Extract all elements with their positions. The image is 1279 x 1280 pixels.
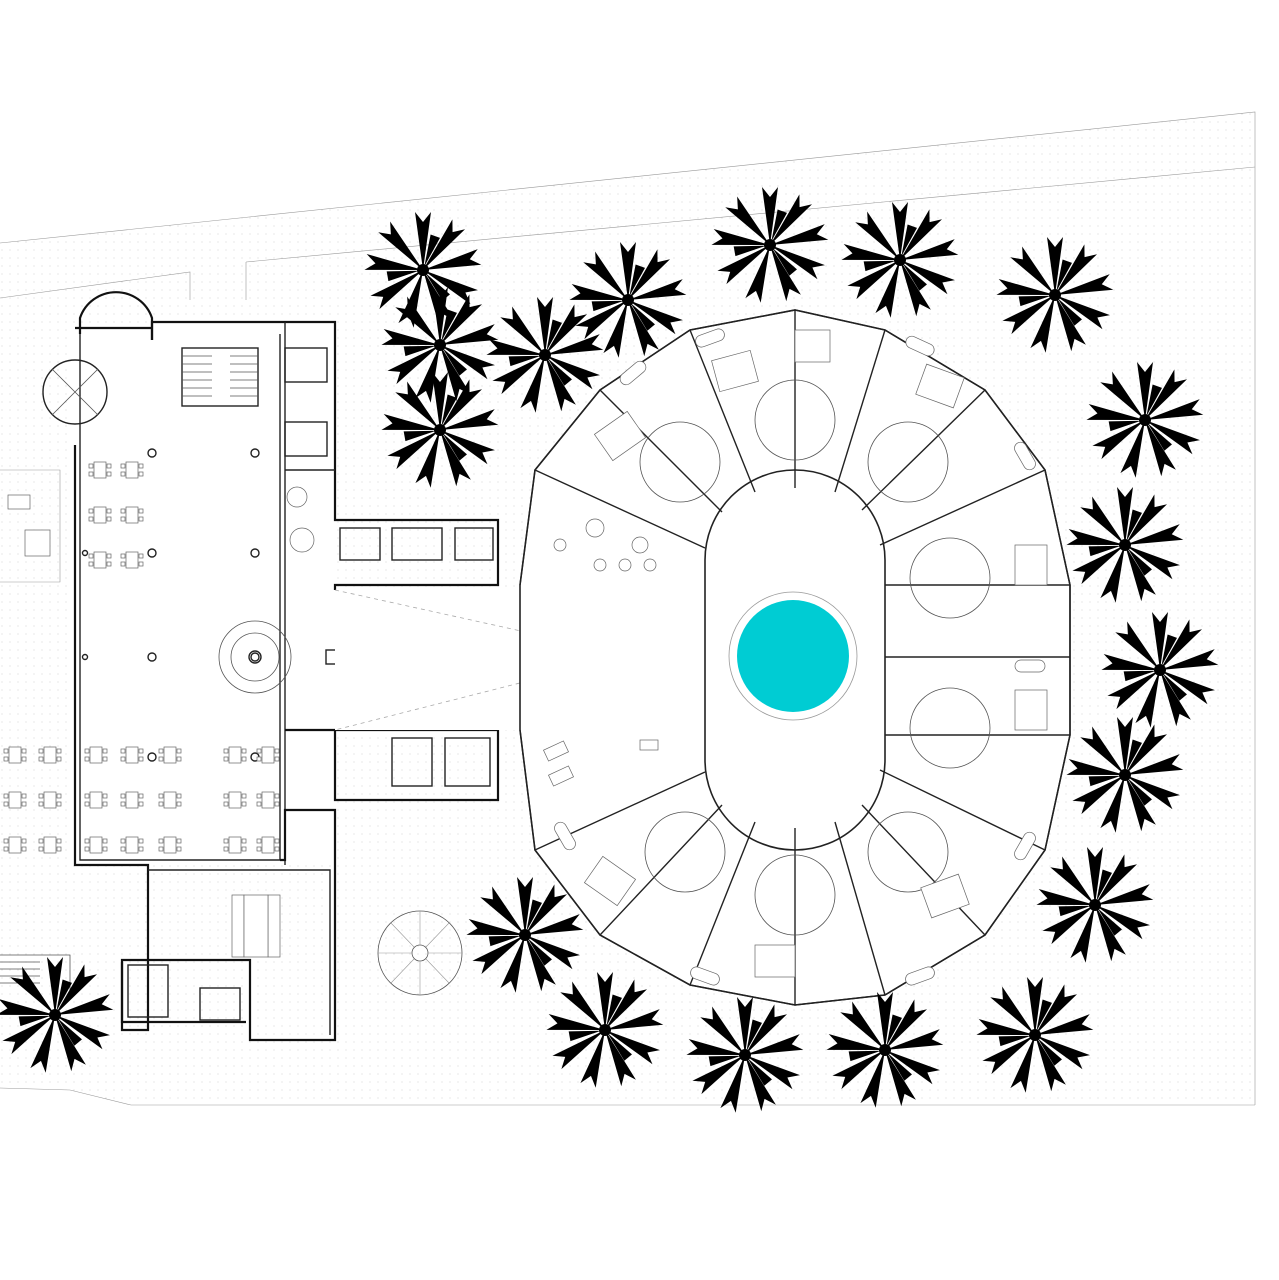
terrace-furniture <box>7 486 315 557</box>
kitchen-table <box>231 894 281 958</box>
bathtub-icon <box>554 328 1046 986</box>
columns <box>81 448 260 762</box>
main-building <box>3 291 500 1042</box>
service-rooms <box>127 347 494 1021</box>
fountain-icon <box>218 620 292 694</box>
lounge-seating <box>543 518 659 787</box>
spiral-stair-icon <box>377 910 463 996</box>
guest-room-ring <box>519 309 1071 1006</box>
bathroom-pods <box>639 379 991 936</box>
pool <box>728 591 858 721</box>
stair-block <box>181 347 259 407</box>
entry-stairs <box>0 954 71 990</box>
beds <box>583 329 1048 978</box>
